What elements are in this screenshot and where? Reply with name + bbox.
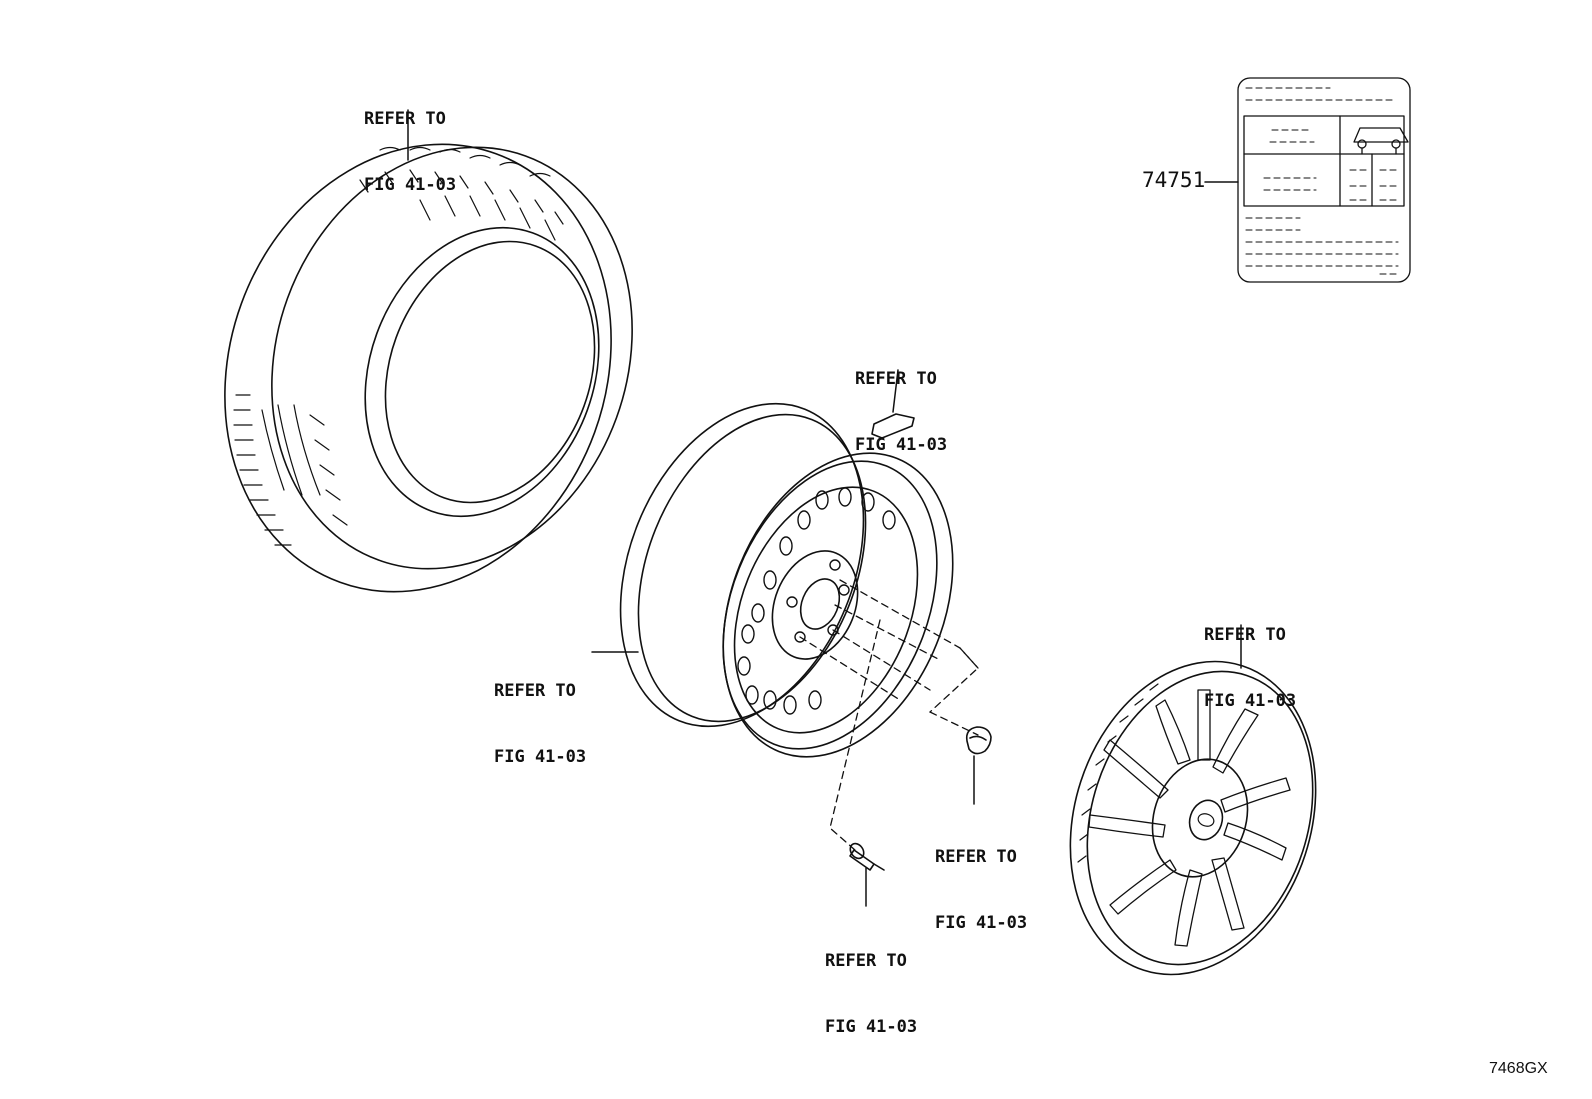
callout-wheel-cap[interactable]: REFER TO FIG 41-03: [1204, 580, 1296, 756]
figure-id: 7468GX: [1489, 1060, 1548, 1077]
callout-tpms-sensor[interactable]: REFER TO FIG 41-03: [855, 324, 947, 500]
part-number-label[interactable]: 74751: [1142, 168, 1206, 192]
callout-wheel-cap-line2: FIG 41-03: [1204, 691, 1297, 711]
wheel-cap-illustration: [1069, 660, 1317, 976]
tire-outer-edge: [224, 143, 612, 593]
label-table: [1243, 115, 1405, 207]
callout-valve-line2: FIG 41-03: [825, 1017, 918, 1037]
tpms-sensor: [871, 413, 915, 439]
cap-spokes: [1088, 689, 1291, 947]
callout-tire-line1: REFER TO: [364, 109, 446, 129]
tire-pressure-label-illustration: [1237, 77, 1411, 283]
leader-tpms: [892, 369, 899, 413]
callout-hub-nut-line2: FIG 41-03: [935, 913, 1028, 933]
tire-inner-rim: [384, 240, 596, 504]
callout-wheel[interactable]: REFER TO FIG 41-03: [494, 636, 586, 812]
wheel-outer-flange: [619, 402, 865, 728]
cap-face: [1086, 670, 1314, 966]
wheel-face-rim: [722, 460, 938, 750]
leader-lines: [407, 109, 1242, 907]
tire-illustration: [224, 143, 633, 593]
valve-stem-illustration: [849, 842, 885, 871]
tire-inner-bead: [364, 226, 600, 518]
wheel-disc: [733, 486, 919, 734]
cap-hub-ring: [1151, 758, 1249, 878]
car-icon: [1353, 127, 1409, 155]
wheel-vent-holes: [737, 487, 896, 715]
hub-nut-illustration: [965, 726, 992, 755]
wheel-lug-holes: [786, 559, 850, 643]
label-outline: [1237, 77, 1411, 283]
wheel-rim-inner: [637, 413, 867, 723]
label-placeholder-lines: [1245, 87, 1399, 275]
assembly-dashed-lines: [799, 579, 979, 851]
callout-tpms-sensor-line2: FIG 41-03: [855, 435, 948, 455]
wheel-hub-ring: [771, 550, 859, 660]
cap-outer-edge: [1069, 660, 1317, 976]
callout-tire[interactable]: REFER TO FIG 41-03: [364, 64, 456, 240]
callout-tpms-sensor-line1: REFER TO: [855, 369, 937, 389]
callout-tire-line2: FIG 41-03: [364, 175, 457, 195]
callout-wheel-cap-line1: REFER TO: [1204, 625, 1286, 645]
wheel-center-bore: [799, 578, 841, 630]
callout-valve[interactable]: REFER TO FIG 41-03: [825, 906, 917, 1082]
tire-tread-edge: [271, 146, 633, 570]
callout-wheel-line1: REFER TO: [494, 681, 576, 701]
tire-tread-pattern: [233, 146, 564, 546]
steel-wheel-illustration: [619, 402, 954, 758]
callout-hub-nut-line1: REFER TO: [935, 847, 1017, 867]
callout-hub-nut[interactable]: REFER TO FIG 41-03: [935, 802, 1027, 978]
cap-emblem: [1188, 799, 1224, 841]
cap-retainer-clips: [1077, 683, 1159, 863]
callout-valve-line1: REFER TO: [825, 951, 907, 971]
callout-wheel-line2: FIG 41-03: [494, 747, 587, 767]
